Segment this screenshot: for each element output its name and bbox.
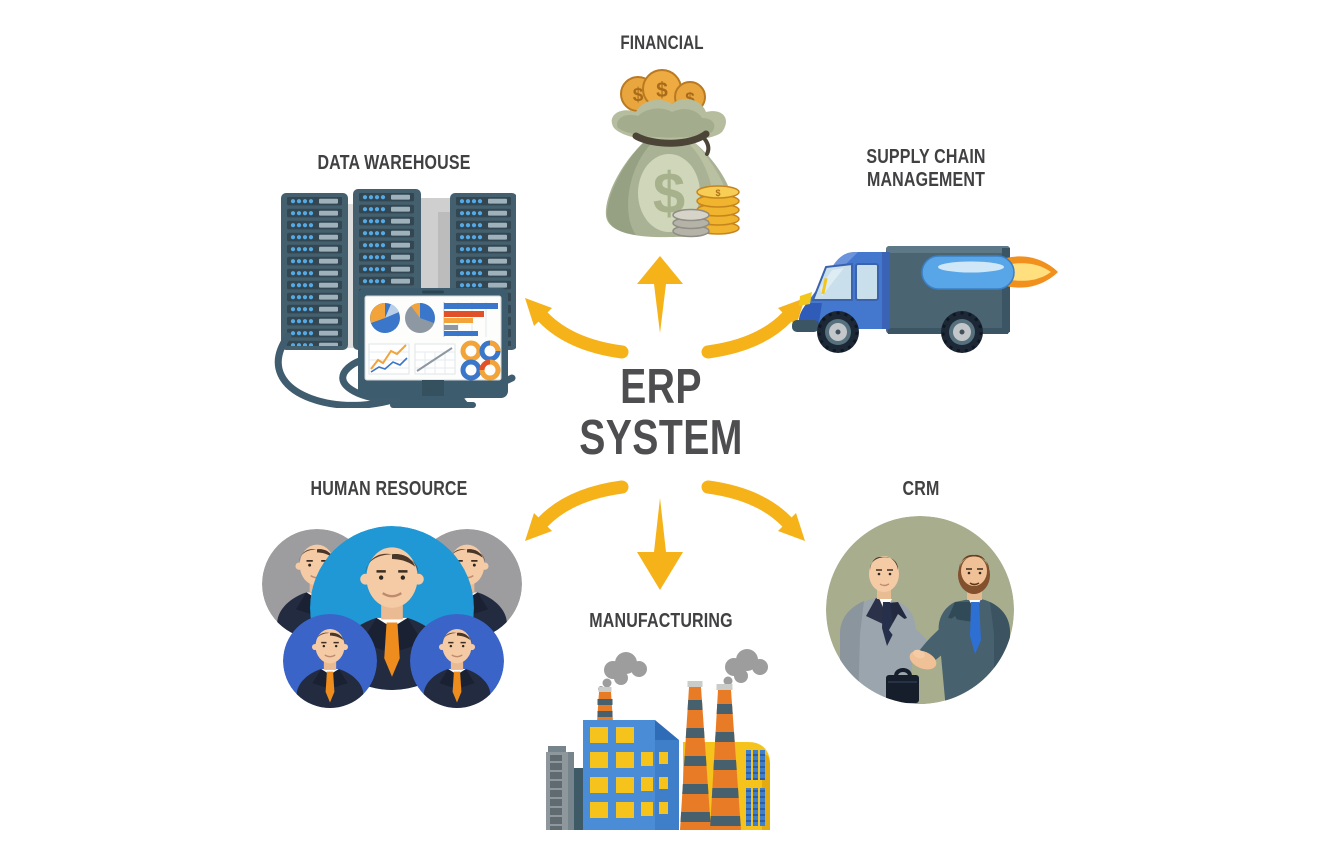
monitor — [358, 288, 508, 408]
dashboard-bar-chart — [443, 302, 498, 337]
arrow-lower-right-icon — [701, 480, 805, 541]
arrow-up-icon — [637, 256, 683, 333]
avatar-blue-right — [410, 614, 504, 708]
truck-cab — [799, 252, 890, 329]
dashboard-trend-chart — [414, 343, 456, 375]
coin-stack-silver-icon — [672, 208, 710, 238]
module-manufacturing — [538, 642, 786, 842]
label-financial: FINANCIAL — [620, 33, 704, 54]
factory-blue-building — [583, 720, 679, 830]
gold-coins-icon: $ $ $ — [620, 69, 706, 113]
label-crm: CRM — [902, 478, 940, 500]
module-crm — [824, 514, 1020, 710]
svg-text:$: $ — [633, 85, 644, 106]
arrow-lower-left-icon — [525, 480, 629, 541]
handshake-hands — [909, 649, 937, 670]
dashboard-line-chart — [368, 343, 410, 375]
briefcase-icon — [886, 668, 919, 703]
rocket-flame-icon — [1006, 256, 1058, 288]
svg-text:$: $ — [715, 188, 720, 198]
module-data-warehouse — [272, 184, 516, 408]
factory-window-bands — [746, 750, 765, 826]
smokestack-icon — [680, 681, 711, 830]
avatar-blue-left — [283, 614, 377, 708]
side-window — [855, 263, 879, 301]
radial-arrows — [495, 245, 835, 600]
truck-wheel-icon — [817, 311, 859, 353]
module-financial: $ $ $ $ — [594, 66, 746, 238]
dashboard-pie-chart — [370, 303, 435, 333]
money-bag-icon: $ $ $ $ — [605, 69, 740, 238]
label-data-warehouse: DATA WAREHOUSE — [317, 152, 471, 174]
team-avatars-icon — [262, 526, 522, 708]
rocket-booster-icon — [921, 255, 1015, 290]
factory-icon — [546, 649, 770, 830]
factory-windows — [590, 727, 668, 818]
module-human-resource — [252, 512, 528, 712]
erp-title-line1: ERP — [620, 360, 702, 414]
coin-stack-gold-icon: $ — [696, 185, 740, 235]
module-supply-chain-management — [792, 236, 1060, 364]
smokestack-icon — [710, 684, 741, 830]
server-racks-monitor-icon — [275, 189, 516, 408]
smoke-icon — [723, 649, 768, 686]
delivery-truck-icon — [792, 246, 1058, 353]
server-rack — [281, 193, 348, 350]
erp-system-title: ERP SYSTEM — [579, 362, 743, 464]
truck-wheel-icon — [941, 311, 983, 353]
dashboard-donut-charts — [460, 340, 501, 381]
label-human-resource: HUMAN RESOURCE — [310, 478, 468, 500]
svg-text:$: $ — [656, 79, 668, 102]
arrow-upper-left-icon — [525, 298, 629, 359]
handshake-circle-icon — [826, 516, 1014, 704]
front-bumper — [792, 320, 819, 332]
svg-text:$: $ — [685, 89, 695, 108]
arrow-upper-right-icon — [701, 298, 805, 359]
arrow-down-icon — [637, 498, 683, 590]
smoke-icon — [598, 652, 647, 692]
label-supply-chain-management: SUPPLY CHAIN MANAGEMENT — [866, 146, 986, 191]
factory-gray-tower — [546, 746, 583, 830]
headlight-icon — [799, 292, 812, 306]
small-smokestack — [597, 687, 613, 722]
erp-title-line2: SYSTEM — [579, 410, 743, 465]
label-manufacturing: MANUFACTURING — [589, 610, 733, 632]
